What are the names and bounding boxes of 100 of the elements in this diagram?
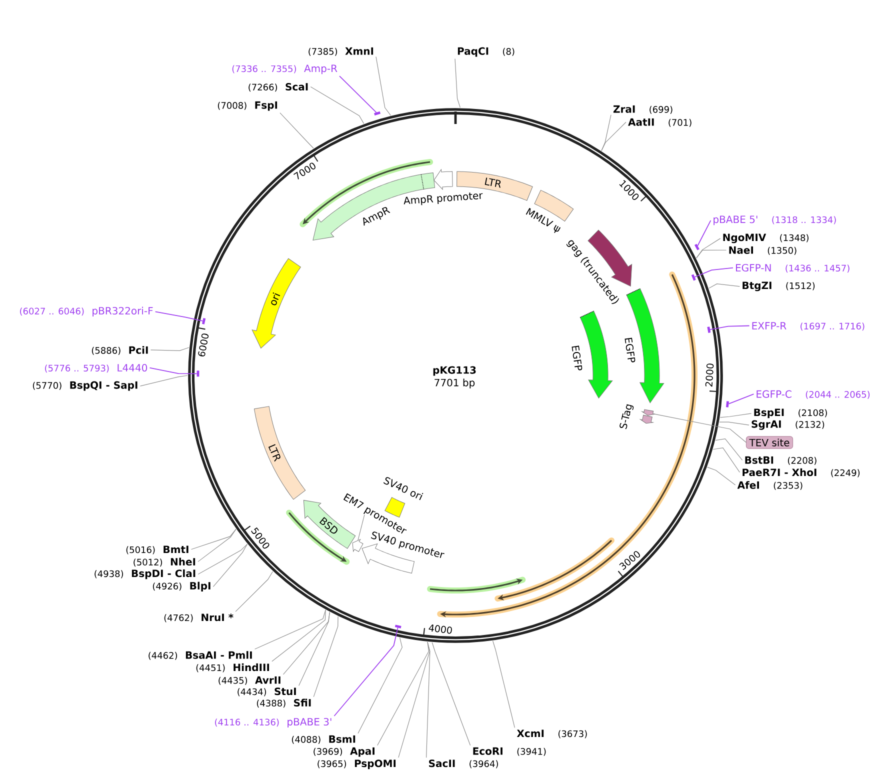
enzyme-name: BtgZI xyxy=(742,282,772,292)
enzyme-name: AatII xyxy=(628,118,654,126)
primer-name: Amp-R xyxy=(304,64,338,74)
leader-line xyxy=(601,114,612,152)
position-label: (4088) xyxy=(292,736,320,744)
leader-line xyxy=(697,220,712,246)
leader-line xyxy=(712,447,740,473)
position-label: (7008) xyxy=(218,102,246,110)
primer-mark xyxy=(202,318,206,324)
position-label: (4388) xyxy=(256,700,286,708)
enzyme-name: ScaI xyxy=(286,82,308,91)
enzyme-name: XmnI xyxy=(345,47,374,55)
leader-line xyxy=(298,612,330,686)
leader-line xyxy=(696,250,727,258)
tick-label: 4000 xyxy=(428,624,452,634)
enzyme-name: BsmI xyxy=(329,735,356,743)
position-label: (2132) xyxy=(796,420,824,429)
leader-line xyxy=(280,112,314,149)
leader-line xyxy=(198,528,236,562)
position-label: (1512) xyxy=(786,282,815,290)
leader-line xyxy=(492,640,515,728)
enzyme-name: PciI xyxy=(129,346,148,354)
position-label: (7385) xyxy=(308,48,338,56)
leader-line xyxy=(313,616,338,698)
enzyme-name: NgoMIV xyxy=(723,234,766,244)
position-label: (5016) xyxy=(126,546,155,554)
leader-line xyxy=(140,375,188,386)
position-label: (7266) xyxy=(248,84,278,92)
leader-line xyxy=(426,642,430,758)
feature-block xyxy=(642,409,656,416)
leader-line xyxy=(154,311,204,322)
position-label: (2044 .. 2065) xyxy=(806,390,870,399)
feature-label: S-Tag xyxy=(620,404,634,430)
position-label: (2353) xyxy=(774,482,802,490)
leader-line xyxy=(282,612,330,675)
position-label: (4938) xyxy=(94,570,124,578)
position-label: (8) xyxy=(503,48,514,56)
feature-label: EGFP xyxy=(624,338,636,362)
position-label: (699) xyxy=(650,106,672,114)
enzyme-name: BlpI xyxy=(190,582,210,592)
position-label: (2249) xyxy=(831,469,860,478)
leader-line xyxy=(432,642,471,746)
enzyme-name: BspEI xyxy=(754,408,784,418)
feature-label: EGFP xyxy=(572,346,582,370)
enzyme-name: ZraI xyxy=(613,105,635,113)
leader-line xyxy=(358,637,402,734)
position-label: (4434) xyxy=(238,688,266,696)
enzyme-name: AfeI xyxy=(737,481,759,489)
primer-mark xyxy=(691,274,696,281)
enzyme-name: BmtI xyxy=(164,546,188,553)
position-label: (1436 .. 1457) xyxy=(786,264,850,273)
primer-mark xyxy=(196,370,200,377)
enzyme-name: XcmI xyxy=(516,730,544,738)
leader-line xyxy=(254,610,326,650)
position-label: (4762) xyxy=(164,614,193,622)
leader-line xyxy=(710,325,750,330)
position-label: (3964) xyxy=(470,760,498,768)
enzyme-name: NheI xyxy=(170,558,196,566)
enzyme-name: BspDI - ClaI xyxy=(132,569,196,580)
position-label: (1318 .. 1334) xyxy=(772,216,836,224)
leader-line xyxy=(376,56,391,116)
primer-name: EXFP-R xyxy=(752,322,786,330)
enzyme-name: PaqCI xyxy=(458,47,488,57)
enzyme-name: NaeI xyxy=(729,246,754,254)
position-label: (3941) xyxy=(517,748,546,756)
enzyme-name: StuI xyxy=(274,688,296,696)
leader-line xyxy=(653,414,747,443)
enzyme-name: AvrII xyxy=(255,676,280,684)
enzyme-name: BsaAI - PmlI xyxy=(186,651,252,659)
plasmid-size: 7701 bp xyxy=(434,378,475,388)
position-label: (3969) xyxy=(314,748,342,756)
primer-mark xyxy=(694,244,700,250)
feature-block xyxy=(352,539,364,552)
position-label: (701) xyxy=(668,118,692,127)
position-label: (4926) xyxy=(152,582,182,591)
leader-line xyxy=(358,514,365,541)
primer-mark xyxy=(707,326,711,333)
leader-line xyxy=(339,76,377,113)
leader-line xyxy=(235,571,274,612)
enzyme-name: HindIII xyxy=(234,663,270,672)
primer-mark xyxy=(394,624,402,628)
feature-box: LTR xyxy=(254,406,306,500)
primer-mark xyxy=(726,401,729,408)
leader-line xyxy=(212,544,248,587)
leader-line xyxy=(707,466,736,486)
leader-line xyxy=(334,627,398,716)
leader-line xyxy=(720,413,752,418)
leader-line xyxy=(190,528,236,550)
position-label: (4435) xyxy=(218,676,248,685)
position-label: (2108) xyxy=(798,409,827,418)
leader-line xyxy=(198,544,248,575)
position-label: (5776 .. 5793) xyxy=(45,364,109,373)
leader-line xyxy=(454,58,460,108)
primer-name: EGFP-C xyxy=(756,390,792,398)
enzyme-name: NruI * xyxy=(202,614,234,622)
feature-block: ori xyxy=(252,258,301,348)
position-label: (5770) xyxy=(32,382,62,390)
position-label: (1348) xyxy=(780,234,808,242)
leader-line xyxy=(149,367,198,374)
position-label: (7336 .. 7355) xyxy=(232,65,296,74)
